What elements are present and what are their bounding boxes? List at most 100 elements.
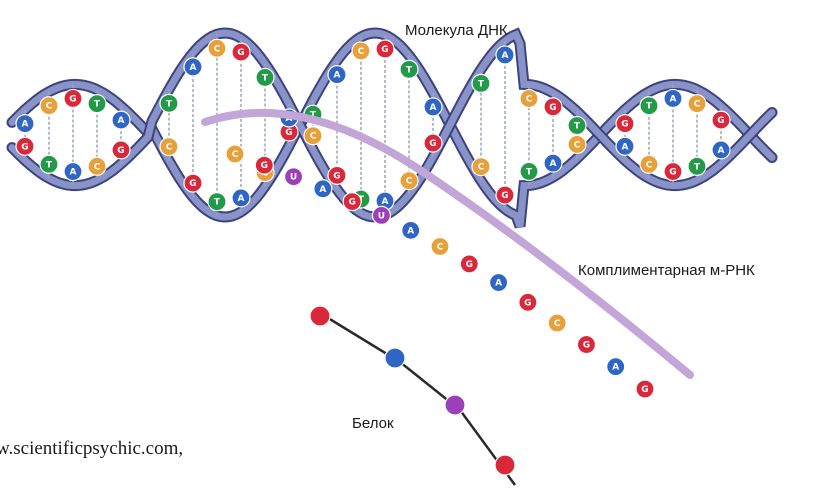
peptide-backbone [315,310,515,485]
dna-molecule-label: Молекула ДНК [405,22,508,39]
nucleotide-letter: G [348,198,355,208]
nucleotide-A: A [232,189,250,207]
nucleotide-G: G [255,156,273,174]
nucleotide-T: T [256,68,274,86]
nucleotide-letter: C [526,95,533,105]
nucleotide-letter: G [524,298,531,308]
nucleotide-letter: A [22,120,29,130]
nucleotide-letter: A [622,142,629,152]
source-credit: w.scientificpsychic.com, [0,438,183,460]
nucleotide-letter: A [118,116,125,126]
nucleotide-letter: U [290,173,297,183]
nucleotide-letter: G [669,168,676,178]
nucleotide-T: T [88,95,106,113]
nucleotide-letter: A [238,194,245,204]
nucleotide-letter: T [478,79,485,89]
nucleotide-G: G [544,98,562,116]
nucleotide-C: C [304,127,322,145]
nucleotide-T: T [520,162,538,180]
nucleotide-U: U [372,206,390,224]
nucleotide-letter: G [285,128,292,138]
nucleotide-G: G [712,111,730,129]
nucleotide-T: T [640,97,658,115]
nucleotide-letter: T [46,160,53,170]
nucleotide-letter: C [406,177,413,187]
nucleotide-letter: C [94,162,101,172]
nucleotide-letter: A [550,159,557,169]
nucleotide-A: A [424,98,442,116]
nucleotide-letter: A [407,226,414,236]
amino-acid-bead [310,306,330,326]
nucleotide-C: C [352,42,370,60]
nucleotide-G: G [616,115,634,133]
nucleotide-letter: U [378,211,385,221]
nucleotide-letter: G [501,191,508,201]
nucleotide-A: A [64,163,82,181]
nucleotide-letter: C [437,243,444,253]
nucleotide-G: G [496,186,514,204]
nucleotide-A: A [112,111,130,129]
nucleotide-letter: G [333,171,340,181]
nucleotide-G: G [232,43,250,61]
nucleotide-letter: G [641,385,648,395]
nucleotide-T: T [568,117,586,135]
nucleotide-G: G [636,380,654,398]
nucleotide-C: C [400,172,418,190]
nucleotide-G: G [376,40,394,58]
nucleotide-letter: C [232,150,239,160]
nucleotide-C: C [548,314,566,332]
nucleotide-letter: G [237,48,244,58]
nucleotide-letter: C [46,102,53,112]
mrna-label: Комплиментарная м-РНК [578,262,755,279]
nucleotide-U: U [285,168,303,186]
amino-acid-bead [385,348,405,368]
nucleotide-letter: G [117,146,124,156]
nucleotide-letter: C [554,319,561,329]
nucleotide-letter: T [574,122,581,132]
nucleotide-letter: G [621,120,628,130]
nucleotide-letter: A [430,103,437,113]
nucleotide-letter: T [694,162,701,172]
nucleotide-letter: A [382,197,389,207]
nucleotide-A: A [496,46,514,64]
nucleotide-A: A [712,141,730,159]
nucleotide-T: T [688,157,706,175]
nucleotide-C: C [520,90,538,108]
nucleotide-G: G [16,137,34,155]
nucleotide-A: A [616,137,634,155]
nucleotide-letter: G [381,45,388,55]
nucleotide-letter: C [574,140,581,150]
nucleotide-letter: G [717,116,724,126]
nucleotide-A: A [607,358,625,376]
nucleotide-G: G [343,193,361,211]
nucleotide-C: C [88,157,106,175]
nucleotide-letter: G [429,139,436,149]
nucleotide-C: C [208,39,226,57]
nucleotide-G: G [664,163,682,181]
nucleotide-letter: G [21,142,28,152]
nucleotide-letter: C [214,44,221,54]
nucleotide-G: G [184,174,202,192]
nucleotide-letter: G [261,161,268,171]
nucleotide-letter: T [214,198,221,208]
nucleotide-letter: G [69,94,76,104]
amino-acid-bead [445,395,465,415]
nucleotide-G: G [424,134,442,152]
nucleotide-letter: C [694,100,701,110]
nucleotide-C: C [160,138,178,156]
nucleotide-T: T [160,94,178,112]
nucleotide-letter: G [549,103,556,113]
nucleotide-letter: T [406,65,413,75]
nucleotide-letter: A [319,185,326,195]
nucleotide-C: C [431,238,449,256]
nucleotide-T: T [400,60,418,78]
nucleotide-letter: A [70,168,77,178]
nucleotide-letter: G [466,260,473,270]
nucleotide-letter: C [478,163,485,173]
nucleotide-C: C [472,158,490,176]
nucleotide-letter: C [310,132,317,142]
nucleotide-letter: C [166,143,173,153]
nucleotide-A: A [314,180,332,198]
nucleotide-letter: A [502,51,509,61]
